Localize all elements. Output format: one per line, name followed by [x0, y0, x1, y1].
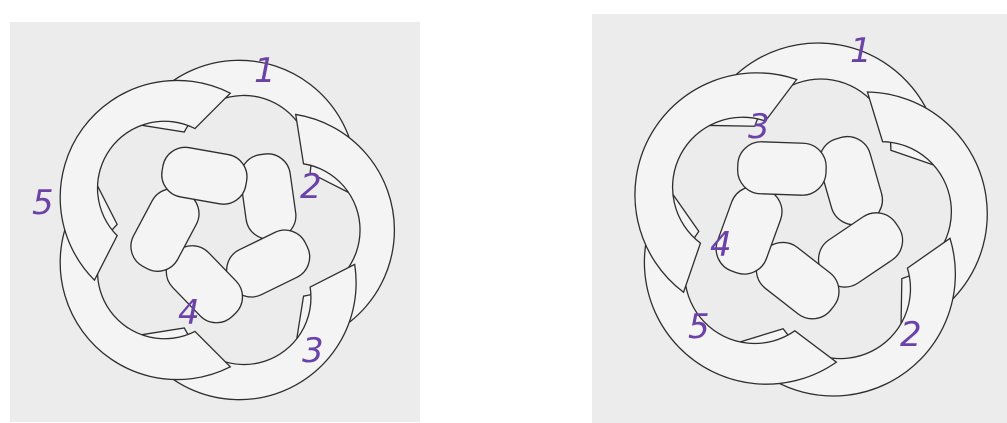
left-knot-panel: 1 2 3 4 5 — [10, 22, 420, 422]
right-knot-panel: 1 3 4 5 2 — [592, 14, 1007, 423]
left-strand-label-5: 5 — [32, 186, 54, 220]
left-strand-label-4: 4 — [178, 296, 200, 330]
right-knot-drawing — [592, 14, 1007, 423]
right-knot-inner-crossing — [737, 141, 827, 196]
right-strand-label-2: 2 — [900, 318, 922, 352]
left-strand-label-2: 2 — [300, 170, 322, 204]
right-strand-label-5: 5 — [688, 310, 710, 344]
right-strand-label-3: 3 — [748, 110, 770, 144]
left-strand-label-3: 3 — [302, 334, 324, 368]
right-strand-label-4: 4 — [710, 228, 732, 262]
left-strand-label-1: 1 — [254, 54, 276, 88]
right-strand-label-1: 1 — [850, 34, 872, 68]
left-knot-inner-crossing — [237, 151, 298, 242]
left-knot-drawing — [10, 22, 420, 422]
left-knot-strands — [60, 60, 394, 399]
